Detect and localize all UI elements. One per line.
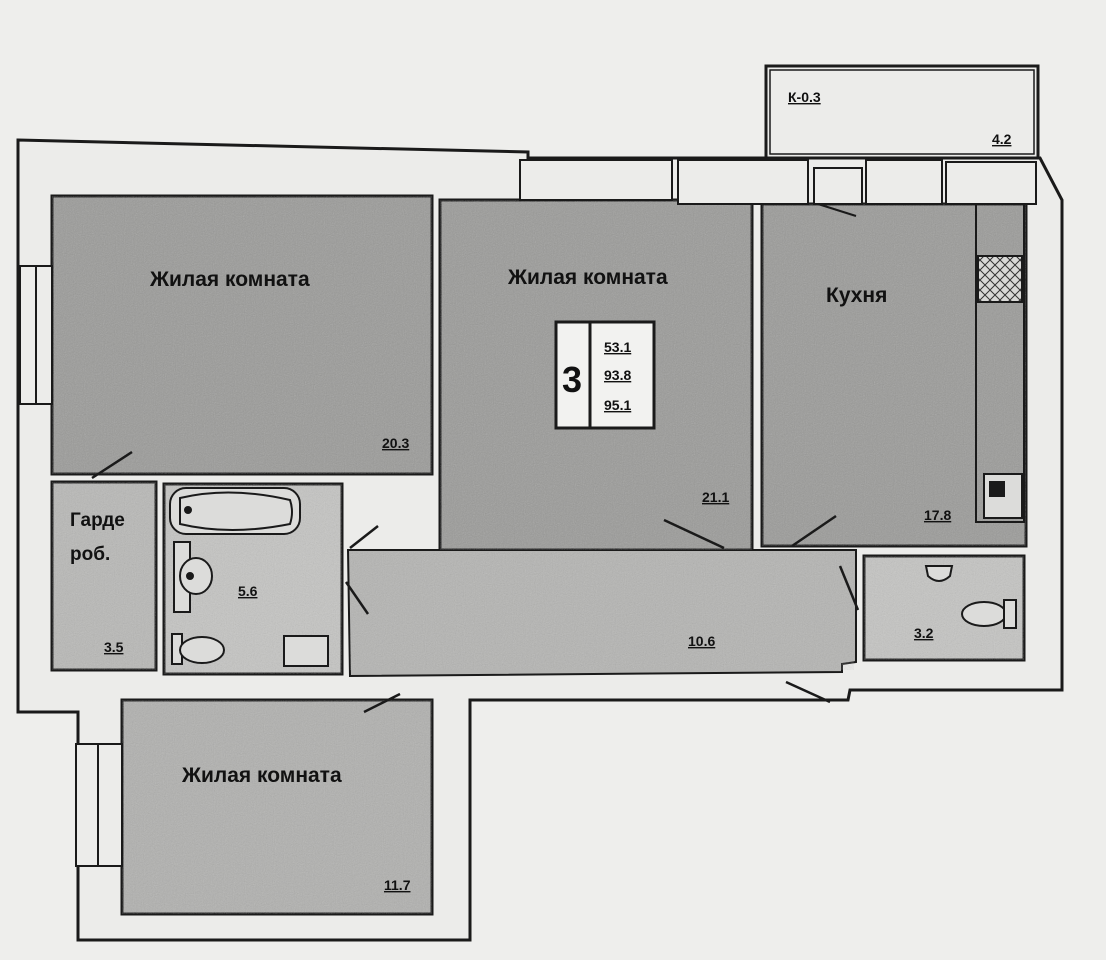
wardrobe-name-line2: роб. — [70, 544, 110, 565]
living-room-1-area: 20.3 — [382, 435, 409, 451]
living-room-1-name: Жилая комната — [149, 268, 310, 291]
washing-machine — [283, 635, 329, 667]
balcony-door — [813, 167, 863, 217]
living-room-2-area: 21.1 — [702, 489, 729, 505]
balcony-coef-label: К-0.3 — [788, 89, 821, 105]
bathroom-area: 5.6 — [238, 583, 258, 599]
toilet-area: 3.2 — [914, 625, 934, 641]
kitchen-name: Кухня — [826, 284, 887, 307]
kitchen-counter — [975, 203, 1025, 523]
toilet-wc-icon — [961, 599, 1017, 629]
room-count: 3 — [562, 359, 582, 400]
doors — [91, 450, 860, 714]
living-room-3-area: 11.7 — [384, 877, 411, 893]
total-area-with-balcony-value: 95.1 — [604, 397, 631, 413]
balcony-area-label: 4.2 — [992, 131, 1012, 147]
toilet-icon — [171, 633, 225, 665]
stove-icon — [977, 255, 1023, 303]
windows — [19, 159, 1037, 867]
balcony — [764, 64, 1040, 160]
total-area-value: 93.8 — [604, 367, 631, 383]
kitchen-sink-icon — [983, 473, 1023, 519]
wardrobe-name-line1: Гарде — [70, 510, 125, 531]
hallway-area: 10.6 — [688, 633, 715, 649]
bathtub — [169, 487, 301, 535]
living-room-2-name: Жилая комната — [507, 266, 668, 289]
kitchen-area: 17.8 — [924, 507, 951, 523]
wardrobe-area: 3.5 — [104, 639, 124, 655]
living-room-3-name: Жилая комната — [181, 764, 342, 787]
sink-icon — [173, 541, 213, 613]
living-area-value: 53.1 — [604, 339, 631, 355]
wc-sink-icon — [924, 565, 954, 582]
apartment-summary-box — [554, 320, 656, 430]
